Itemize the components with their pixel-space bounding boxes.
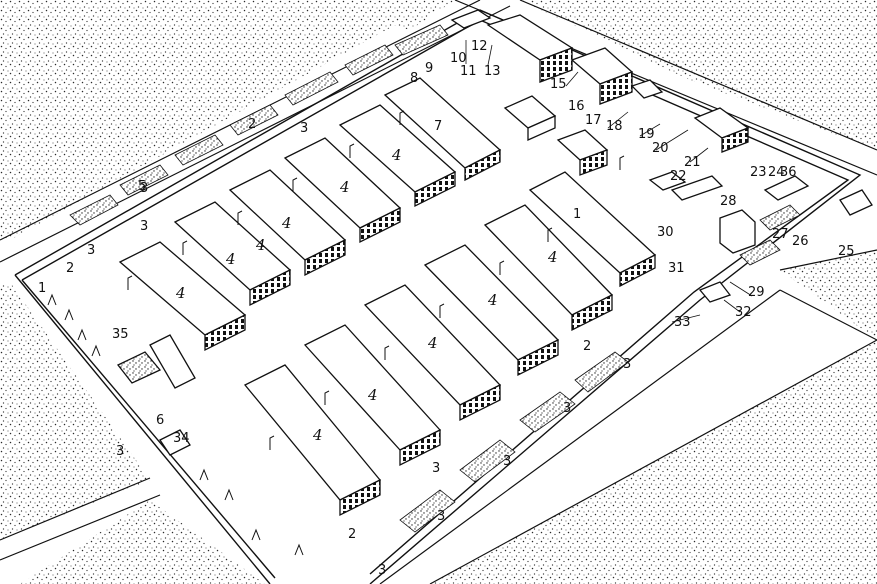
callout-8: 8 [410,71,418,86]
callout-4-j: 4 [547,248,558,266]
callout-6: 6 [156,413,164,428]
callout-3-f: 3 [503,454,511,469]
callout-33: 33 [674,315,691,330]
callout-3-j: 3 [378,563,386,578]
terrain-bottom-left [20,500,265,584]
callout-24: 24 [768,165,785,180]
callout-3-g: 3 [563,401,571,416]
terrain-top-middle [305,0,455,30]
callout-9: 9 [425,61,433,76]
fence-plots [69,24,801,533]
callout-2-south: 2 [348,527,356,542]
callout-18: 18 [606,119,623,134]
callout-2-west: 2 [66,261,74,276]
callout-4-c: 4 [281,214,292,232]
callout-26: 26 [792,234,809,249]
callout-16: 16 [568,99,585,114]
barrack-row-left [118,77,502,352]
callout-7: 7 [434,119,442,134]
callout-12: 12 [471,39,488,54]
buildings [116,9,873,517]
callout-2-east: 2 [583,339,591,354]
callout-17: 17 [585,113,602,128]
callout-32: 32 [735,305,752,320]
callout-3-c: 3 [300,121,308,136]
callout-4-b: 4 [225,250,236,268]
callout-3-h: 3 [623,357,631,372]
callout-11: 11 [460,64,477,79]
callout-4-e: 4 [391,146,402,164]
callout-4-k: 4 [255,236,266,254]
callout-36: 36 [780,165,797,180]
callout-27: 27 [772,227,789,242]
callout-25: 25 [838,244,855,259]
callout-19: 19 [638,127,655,142]
callout-23: 23 [750,165,767,180]
trees [47,293,304,556]
service-buildings [116,9,873,456]
callout-29: 29 [748,285,765,300]
callout-1-east: 1 [573,207,581,222]
callout-3-e: 3 [432,461,440,476]
callout-1-west: 1 [38,281,46,296]
callout-3-d: 3 [116,444,124,459]
callouts: 1 1 2 2 2 2 3 3 3 3 3 3 3 3 3 3 3 4 4 4 … [38,39,855,578]
callout-15: 15 [550,77,567,92]
callout-3-b: 3 [140,219,148,234]
callout-2-north: 2 [248,117,256,132]
terrain-left [0,285,150,540]
callout-10: 10 [450,51,467,66]
lamp-posts [127,110,625,450]
callout-3-i: 3 [437,509,445,524]
callout-31: 31 [668,261,685,276]
terrain-top-left [0,0,395,240]
callout-30: 30 [657,225,674,240]
callout-3-k: 3 [140,181,148,196]
leader-lines [465,40,753,323]
callout-5: 5 [138,179,146,194]
callout-4-f: 4 [312,426,323,444]
callout-3-a: 3 [87,243,95,258]
callout-22: 22 [670,169,687,184]
callout-35: 35 [112,327,129,342]
callout-4-h: 4 [427,334,438,352]
terrain-right [780,250,877,340]
callout-13: 13 [484,64,501,79]
callout-4-d: 4 [339,178,350,196]
callout-4-g: 4 [367,386,378,404]
callout-4-i: 4 [487,291,498,309]
callout-34: 34 [173,431,190,446]
barrack-row-right [243,171,657,517]
callout-28: 28 [720,194,737,209]
callout-21: 21 [684,155,701,170]
callout-4-a: 4 [175,284,186,302]
